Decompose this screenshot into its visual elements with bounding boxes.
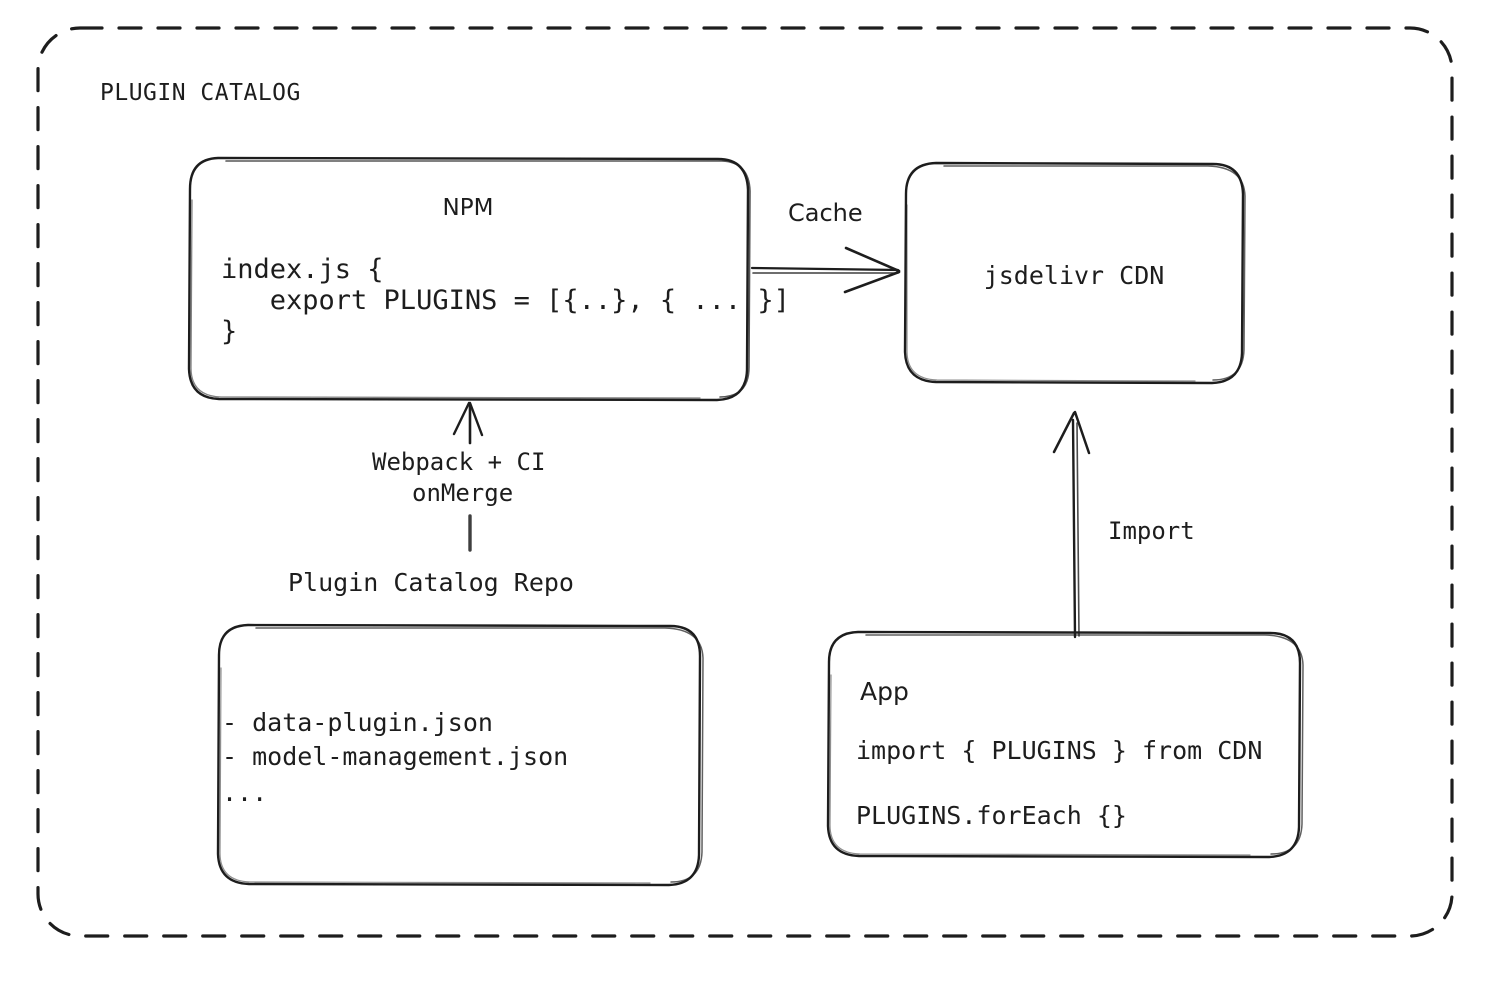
repo-list-item: ... — [222, 778, 268, 807]
npm-code-line: index.js { — [221, 254, 384, 285]
edge-app-to-cdn — [1052, 410, 1091, 639]
repo-list-item: - data-plugin.json — [222, 708, 493, 737]
npm-node-title: NPM — [442, 195, 494, 221]
cdn-node-title: jsdelivr CDN — [983, 261, 1165, 290]
app-node-title: App — [860, 677, 909, 706]
npm-code-line: } — [221, 316, 238, 347]
app-code-line: import { PLUGINS } from CDN — [856, 736, 1263, 765]
edge-label-webpack-ci: Webpack + CI — [372, 448, 546, 476]
edge-label-onmerge: onMerge — [412, 479, 514, 507]
edge-label-import: Import — [1108, 517, 1195, 545]
app-code-line: PLUGINS.forEach {} — [856, 801, 1127, 830]
edge-label-cache: Cache — [788, 199, 863, 227]
plugin-catalog-title: PLUGIN CATALOG — [100, 80, 301, 106]
npm-code-line: export PLUGINS = [{..}, { ... }] — [221, 285, 790, 316]
repo-node-caption: Plugin Catalog Repo — [288, 568, 574, 597]
edge-repo-to-npm — [452, 401, 484, 552]
repo-list-item: - model-management.json — [222, 742, 569, 771]
